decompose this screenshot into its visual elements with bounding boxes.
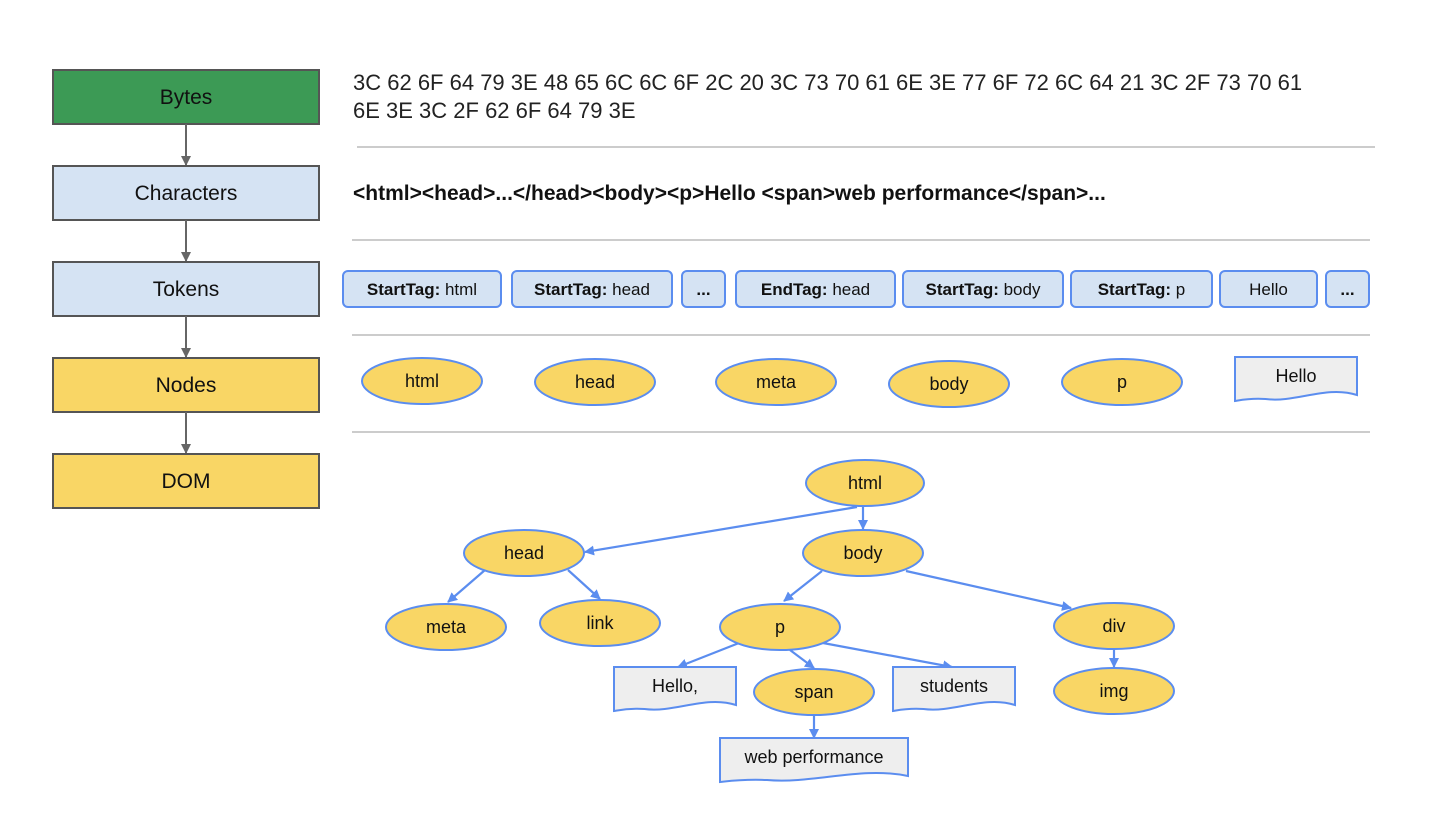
stage-box-characters <box>52 165 320 221</box>
token-box <box>1070 270 1213 308</box>
node-html-label: html <box>405 371 439 391</box>
token-box <box>342 270 502 308</box>
node-hello-label: Hello <box>1275 366 1316 386</box>
tree-node-body-shape <box>802 529 924 577</box>
token-box <box>735 270 896 308</box>
tree-node-webperf-shape <box>719 737 909 784</box>
stage-label-tokens: Tokens <box>153 278 220 301</box>
node-hello-shape <box>1234 356 1358 403</box>
tree-node-link-shape <box>539 599 661 647</box>
stage-box-tokens <box>52 261 320 317</box>
tree-node-webperf-label: web performance <box>743 747 883 767</box>
token-label-ellipsis: ... <box>696 280 710 299</box>
characters-text: <html><head>...</head><body><p>Hello <sp… <box>353 182 1106 205</box>
bytes-line-2: 6E 3E 3C 2F 62 6F 64 79 3E <box>353 98 636 123</box>
tree-node-div-shape <box>1053 602 1175 650</box>
token-box <box>1325 270 1370 308</box>
token-box <box>511 270 673 308</box>
node-meta-shape <box>715 358 837 406</box>
tree-edge-p-to-hello <box>677 641 740 669</box>
bytes-line-1: 3C 62 6F 64 79 3E 48 65 6C 6C 6F 2C 20 3… <box>353 70 1302 95</box>
node-meta-label: meta <box>756 372 797 392</box>
tree-node-p-label: p <box>775 617 785 637</box>
tree-edge-head-to-meta <box>447 569 486 603</box>
token-label-head: StartTag: head <box>534 280 650 299</box>
tree-node-span-shape <box>753 668 875 716</box>
token-label-html: StartTag: html <box>367 280 477 299</box>
token-label-p: StartTag: p <box>1098 280 1186 299</box>
tree-node-img-shape <box>1053 667 1175 715</box>
tree-node-hello-label: Hello, <box>652 676 698 696</box>
node-head-shape <box>534 358 656 406</box>
tree-node-head-shape <box>463 529 585 577</box>
token-box <box>681 270 726 308</box>
stage-box-bytes <box>52 69 320 125</box>
stage-box-dom <box>52 453 320 509</box>
token-label-hello: Hello <box>1249 280 1288 299</box>
tree-node-meta-shape <box>385 603 507 651</box>
tree-node-students-label: students <box>920 676 988 696</box>
node-body-shape <box>888 360 1010 408</box>
stage-label-nodes: Nodes <box>156 374 217 397</box>
tokens-row: StartTag: html StartTag: head... EndTag: h… <box>342 270 1370 308</box>
nodes-row: html head meta body p Hello <box>361 356 1358 408</box>
dom-tree-edges <box>447 505 1119 739</box>
row-separators <box>352 146 1375 433</box>
tree-node-link-label: link <box>586 613 614 633</box>
tree-node-meta-label: meta <box>426 617 467 637</box>
tree-edge-head-to-link <box>567 569 601 600</box>
token-label-head: EndTag: head <box>761 280 870 299</box>
node-p-shape <box>1061 358 1183 406</box>
node-head-label: head <box>575 372 615 392</box>
tree-node-head-label: head <box>504 543 544 563</box>
stage-label-dom: DOM <box>162 470 211 493</box>
node-p-label: p <box>1117 372 1127 392</box>
token-label-body: StartTag: body <box>926 280 1041 299</box>
tree-node-students-shape <box>892 666 1016 713</box>
tree-node-p-shape <box>719 603 841 651</box>
tree-edge-html-to-head <box>584 505 858 556</box>
tree-node-div-label: div <box>1102 616 1125 636</box>
node-html-shape <box>361 357 483 405</box>
token-label-ellipsis: ... <box>1340 280 1354 299</box>
tree-node-hello-shape <box>613 666 737 713</box>
tree-node-body-label: body <box>843 543 882 563</box>
token-box <box>902 270 1064 308</box>
tree-edge-body-to-p <box>783 570 823 602</box>
tree-node-html-label: html <box>848 473 882 493</box>
stage-label-characters: Characters <box>135 182 238 205</box>
tree-node-img-label: img <box>1099 681 1128 701</box>
tree-edge-body-to-div <box>905 569 1072 611</box>
tree-edge-p-to-span <box>789 649 815 669</box>
stage-label-bytes: Bytes <box>160 86 213 109</box>
node-body-label: body <box>929 374 968 394</box>
token-box <box>1219 270 1318 308</box>
tree-edge-p-to-students <box>822 641 953 671</box>
tree-node-span-label: span <box>794 682 833 702</box>
tree-node-html-shape <box>805 459 925 507</box>
